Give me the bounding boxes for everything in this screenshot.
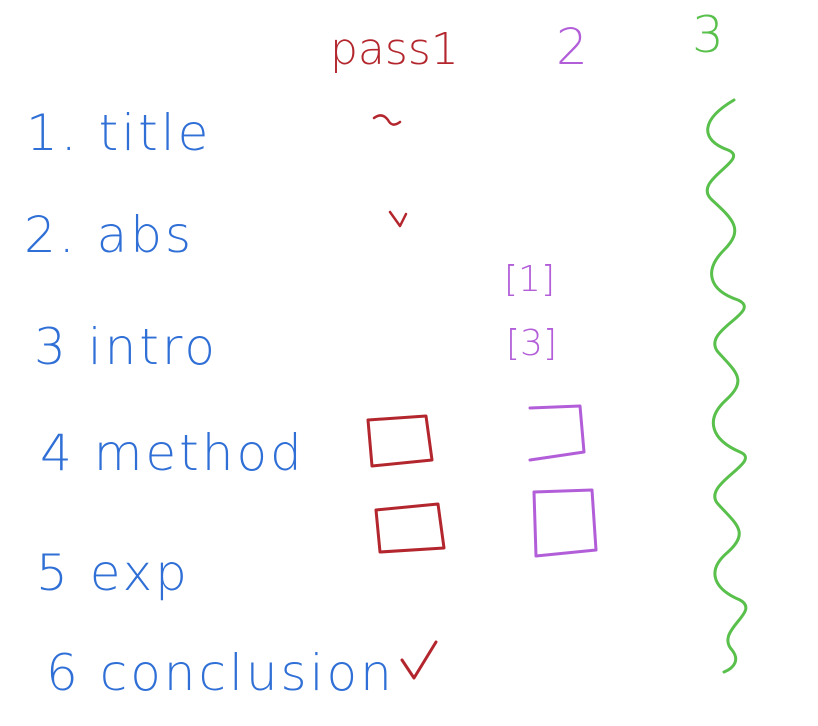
pass1-check-abs xyxy=(388,210,408,228)
section-item-title: 1. title xyxy=(26,104,212,162)
pass2-note-ref-1: [1] xyxy=(504,259,555,300)
pass1-box-method xyxy=(366,414,434,468)
section-item-method: 4 method xyxy=(40,424,305,482)
pass2-header: 2 xyxy=(556,18,588,76)
pass1-check-conclusion xyxy=(400,640,438,680)
pass2-note-ref-3: [3] xyxy=(506,323,557,364)
pass3-header: 3 xyxy=(692,6,724,64)
pass1-box-exp xyxy=(374,502,446,554)
section-item-exp: 5 exp xyxy=(36,544,190,602)
pass1-tick-title xyxy=(372,114,402,126)
pass2-box-exp xyxy=(532,488,598,558)
section-item-conclusion: 6 conclusion xyxy=(46,644,395,702)
pass3-wave xyxy=(705,98,748,674)
section-item-intro: 3 intro xyxy=(34,318,218,376)
pass1-header: pass1 xyxy=(330,24,459,75)
section-item-abs: 2. abs xyxy=(24,206,195,264)
pass2-bracket-method xyxy=(528,404,586,462)
